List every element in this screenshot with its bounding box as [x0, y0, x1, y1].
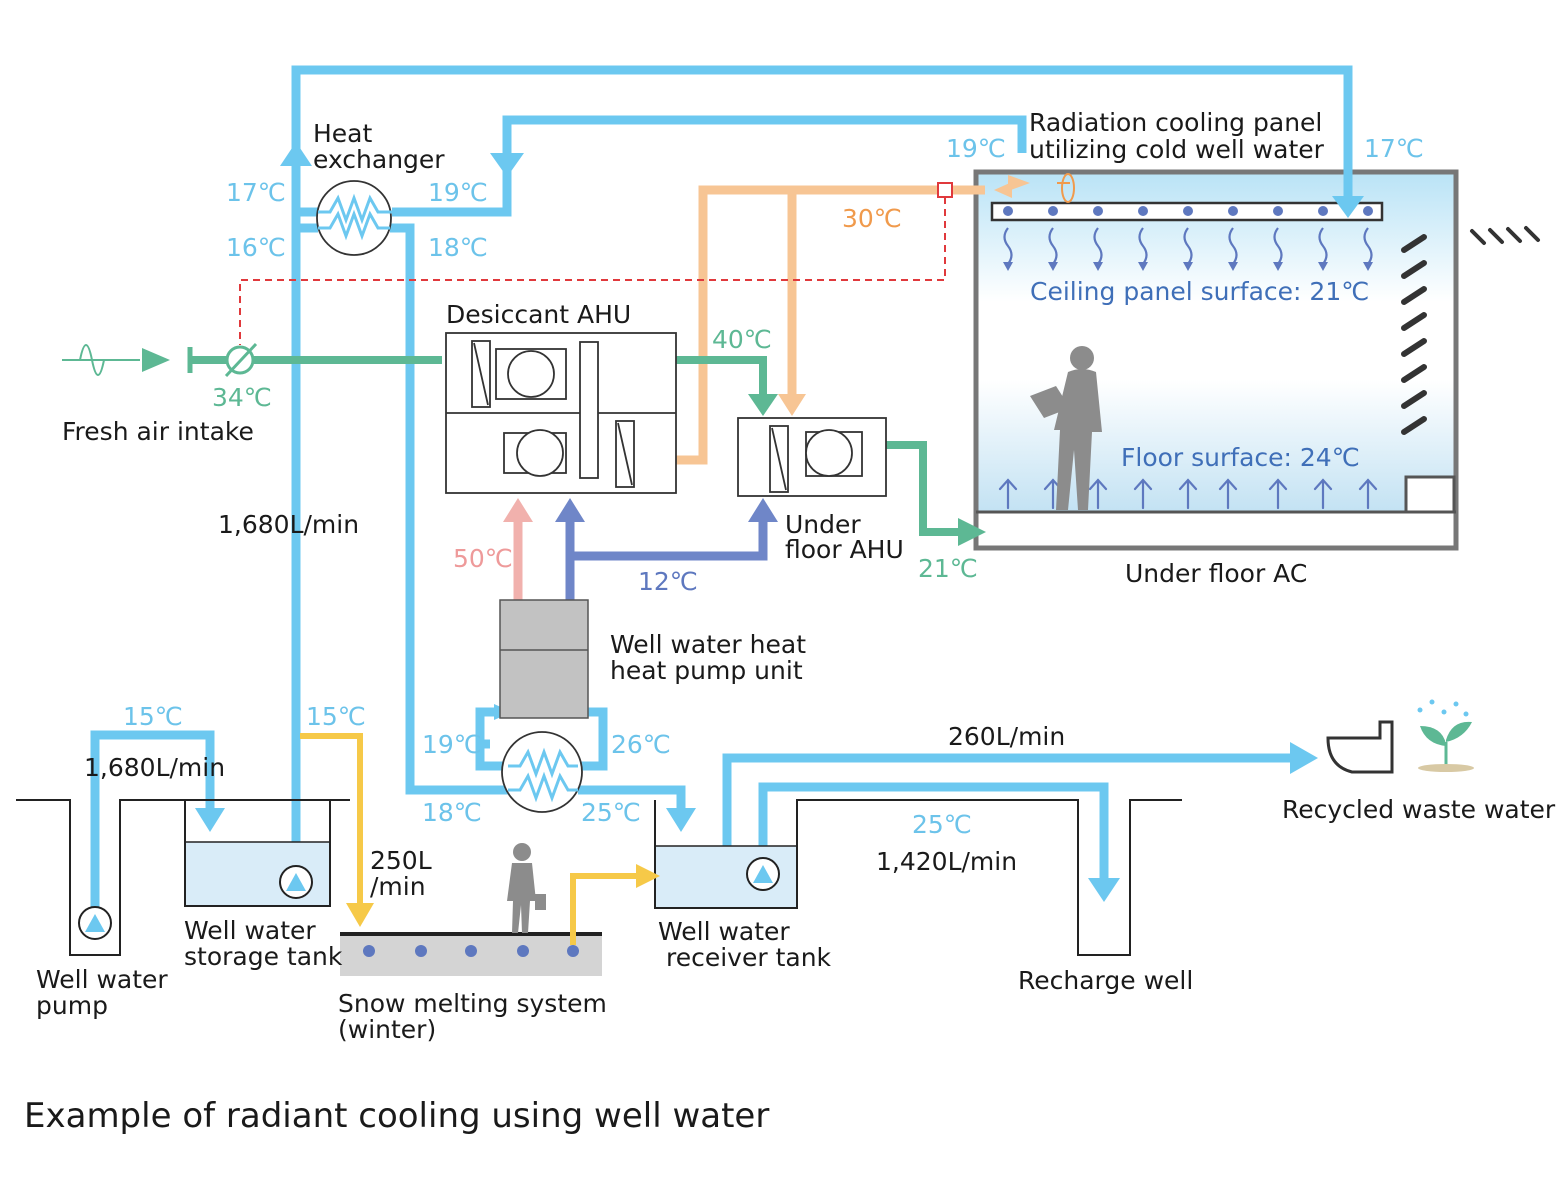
recycled-waste-water-label: Recycled waste water: [1282, 795, 1556, 824]
temp-label: 25℃: [581, 798, 641, 827]
temp-label: 17℃: [1364, 134, 1424, 163]
storage-tank: [184, 799, 331, 907]
temp-label: 17℃: [226, 178, 286, 207]
floor-up-arrows: [998, 478, 1378, 510]
temp-label: 15℃: [123, 702, 183, 731]
figure-caption: Example of radiant cooling using well wa…: [24, 1096, 769, 1136]
window-louvers: [1401, 234, 1427, 435]
flow-label: /min: [370, 872, 426, 901]
temp-label: 25℃: [912, 810, 972, 839]
temp-label: 19℃: [422, 730, 482, 759]
flow-label: 1,680L/min: [218, 510, 359, 539]
snow-melting-label-2: (winter): [338, 1015, 436, 1044]
temperature-labels: 17℃ 16℃ 19℃ 18℃ 19℃ 17℃ 30℃ 40℃ 34℃ 50℃ …: [123, 134, 1424, 839]
temp-label: 18℃: [428, 233, 488, 262]
storage-tank-label: Well water: [184, 916, 316, 945]
flow-label: 1,680L/min: [84, 753, 225, 782]
return-air-ducts: [668, 185, 985, 465]
recharge-well-label: Recharge well: [1018, 966, 1193, 995]
person-walking-icon: [507, 843, 546, 933]
snow-melting-pipe: [300, 733, 640, 945]
intake-damper-icon: [187, 342, 258, 378]
snow-melting-system: [340, 932, 602, 976]
heat-pump-label-2: heat pump unit: [610, 656, 803, 685]
toilet-icon: [1326, 720, 1394, 774]
heat-pump-label: Well water heat: [610, 630, 806, 659]
desiccant-ahu: [445, 332, 677, 494]
labels: Heat exchanger Radiation cooling panel u…: [36, 108, 1556, 1044]
room: [973, 169, 1540, 551]
under-floor-ac-label: Under floor AC: [1125, 559, 1307, 588]
temp-label: 21℃: [918, 554, 978, 583]
ground-lines: [16, 799, 1182, 956]
radiation-arrows: [1003, 227, 1373, 265]
temp-label: 26℃: [611, 730, 671, 759]
cold-water-line: [565, 520, 768, 600]
panel-pipe-dots: [1003, 206, 1373, 216]
temp-label: 19℃: [946, 134, 1006, 163]
heat-exchanger-label-2: exchanger: [313, 145, 445, 174]
flow-label: 260L/min: [948, 722, 1065, 751]
temp-label: 40℃: [712, 325, 772, 354]
exterior-sun-hatching: [1470, 226, 1540, 245]
sensor-box: [937, 182, 953, 198]
temp-label: 50℃: [453, 544, 513, 573]
radiation-panel-label: Radiation cooling panel: [1029, 108, 1322, 137]
temp-label: 34℃: [212, 383, 272, 412]
control-signal-line: [239, 197, 946, 345]
fresh-air-wave-icon: [62, 344, 140, 376]
heat-pump-unit: [499, 599, 589, 719]
under-floor-ahu: [737, 417, 887, 497]
temp-label: 16℃: [226, 233, 286, 262]
radiation-panel-label-2: utilizing cold well water: [1029, 135, 1325, 164]
heat-exchanger-label: Heat: [313, 119, 372, 148]
temp-label: 30℃: [842, 204, 902, 233]
desiccant-ahu-label: Desiccant AHU: [446, 300, 631, 329]
panel-damper-icon: [1057, 173, 1075, 203]
flow-label: 250L: [370, 846, 432, 875]
floor-surface-label: Floor surface: 24℃: [1121, 443, 1360, 472]
fresh-air-intake-label: Fresh air intake: [62, 417, 254, 446]
sprout-icon: [1417, 699, 1474, 772]
temp-label: 15℃: [306, 702, 366, 731]
temp-label: 19℃: [428, 178, 488, 207]
receiver-tank-label: Well water: [658, 917, 790, 946]
well-water-pump-label-2: pump: [36, 991, 108, 1020]
under-floor-ahu-label-2: floor AHU: [785, 535, 904, 564]
receiver-tank-label-2: receiver tank: [666, 943, 832, 972]
under-floor-ahu-label: Under: [785, 510, 861, 539]
snow-melting-label: Snow melting system: [338, 989, 607, 1018]
well-water-pump-label: Well water: [36, 965, 168, 994]
flow-labels: 1,680L/min 1,680L/min 250L /min 260L/min…: [84, 510, 1065, 901]
heat-exchanger-bottom: [501, 731, 583, 813]
storage-tank-label-2: storage tank: [184, 942, 343, 971]
temp-label: 12℃: [638, 567, 698, 596]
temp-label: 18℃: [422, 798, 482, 827]
flow-label: 1,420L/min: [876, 847, 1017, 876]
ceiling-surface-label: Ceiling panel surface: 21℃: [1030, 277, 1369, 306]
person-reading-icon: [1030, 346, 1102, 510]
